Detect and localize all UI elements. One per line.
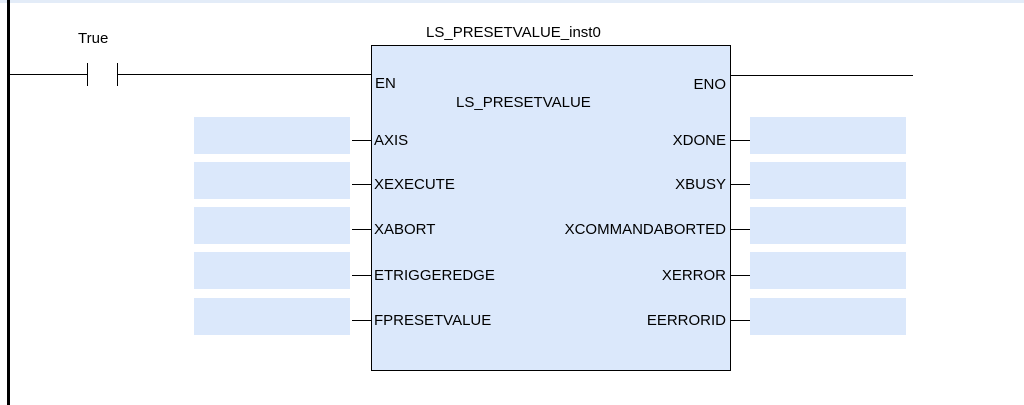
input-label-axis: AXIS	[374, 132, 409, 149]
input-field-xexecute[interactable]	[194, 162, 350, 199]
output-field-eerrorid[interactable]	[750, 298, 906, 335]
contact-true[interactable]	[87, 63, 118, 86]
input-label-etriggeredge: ETRIGGEREDGE	[374, 267, 495, 284]
eno-output-wire	[731, 75, 913, 76]
left-power-rail	[7, 0, 10, 405]
rung-wire-to-en	[118, 74, 371, 75]
output-field-xbusy[interactable]	[750, 162, 906, 199]
output-pin-eerrorid	[731, 320, 750, 321]
input-label-fpresetvalue: FPRESETVALUE	[374, 312, 492, 329]
function-block[interactable]	[371, 45, 731, 371]
instance-name[interactable]: LS_PRESETVALUE_inst0	[426, 24, 601, 41]
input-pin-axis	[352, 140, 371, 141]
output-label-xbusy: XBUSY	[675, 176, 726, 193]
input-pin-xabort	[352, 229, 371, 230]
input-field-axis[interactable]	[194, 117, 350, 154]
output-label-xcommandaborted: XCOMMANDABORTED	[564, 221, 726, 238]
input-pin-etriggeredge	[352, 275, 371, 276]
contact-right-bar	[117, 63, 118, 86]
eno-pin-label: ENO	[693, 76, 726, 93]
top-border	[0, 0, 1024, 3]
rung-wire-left	[10, 74, 87, 75]
input-pin-fpresetvalue	[352, 320, 371, 321]
output-pin-xbusy	[731, 184, 750, 185]
contact-label: True	[78, 30, 109, 47]
output-pin-xerror	[731, 275, 750, 276]
output-field-xerror[interactable]	[750, 252, 906, 289]
output-label-xdone: XDONE	[672, 132, 726, 149]
input-field-fpresetvalue[interactable]	[194, 298, 350, 335]
input-field-xabort[interactable]	[194, 207, 350, 244]
input-pin-xexecute	[352, 184, 371, 185]
output-label-eerrorid: EERRORID	[646, 312, 726, 329]
output-field-xcommandaborted[interactable]	[750, 207, 906, 244]
output-label-xerror: XERROR	[661, 267, 726, 284]
input-label-xexecute: XEXECUTE	[374, 176, 455, 193]
en-pin-label: EN	[375, 75, 396, 92]
output-pin-xcommandaborted	[731, 229, 750, 230]
block-type-name: LS_PRESETVALUE	[456, 94, 591, 111]
input-label-xabort: XABORT	[374, 221, 436, 238]
input-field-etriggeredge[interactable]	[194, 252, 350, 289]
contact-left-bar	[87, 63, 88, 86]
output-pin-xdone	[731, 140, 750, 141]
output-field-xdone[interactable]	[750, 117, 906, 154]
